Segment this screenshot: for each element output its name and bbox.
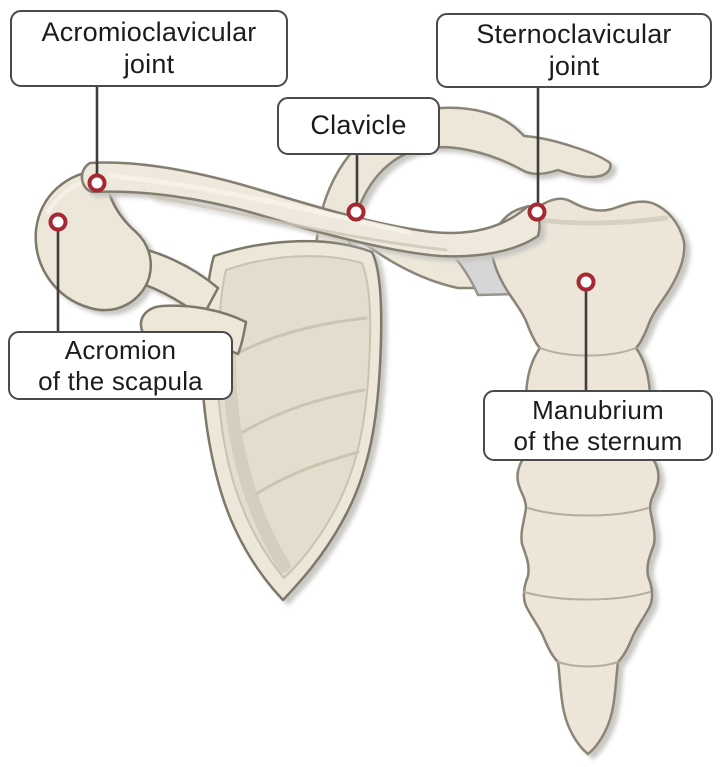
acromion-marker	[48, 212, 68, 232]
label-text-line: Manubrium	[532, 395, 664, 426]
acromioclavicular-joint-marker	[87, 173, 107, 193]
sternum-bone	[490, 197, 686, 756]
label-text-line: Clavicle	[310, 110, 407, 141]
fossa-ridge-2	[241, 388, 366, 434]
sternal-angle-seam	[539, 347, 637, 357]
label-sternoclavicular-joint: Sternoclavicular joint	[436, 13, 712, 88]
sternoclavicular-joint-marker	[527, 202, 547, 222]
fossa-ridge-1	[238, 316, 368, 354]
label-text-line: Acromioclavicular	[41, 17, 257, 48]
label-manubrium-of-the-sternum: Manubrium of the sternum	[483, 390, 713, 461]
sternum-seam-1	[527, 507, 649, 517]
label-text-line: Sternoclavicular	[476, 19, 672, 50]
clavicle-marker	[346, 202, 366, 222]
label-text-line: joint	[123, 48, 175, 79]
label-acromion-of-the-scapula: Acromion of the scapula	[8, 331, 233, 400]
label-text-line: of the sternum	[513, 425, 683, 456]
xiphoid-seam	[557, 661, 619, 668]
label-clavicle: Clavicle	[277, 97, 440, 155]
clavicle-underside-shading	[148, 194, 448, 252]
sternum-seam-2	[523, 591, 651, 601]
label-acromioclavicular-joint: Acromioclavicular joint	[10, 10, 288, 87]
label-text-line: joint	[548, 50, 600, 81]
label-text-line: of the scapula	[38, 365, 203, 396]
manubrium-marker	[576, 272, 596, 292]
label-text-line: Acromion	[64, 335, 177, 366]
clavicle-highlight	[109, 173, 411, 235]
fossa-ridge-3	[254, 450, 360, 496]
